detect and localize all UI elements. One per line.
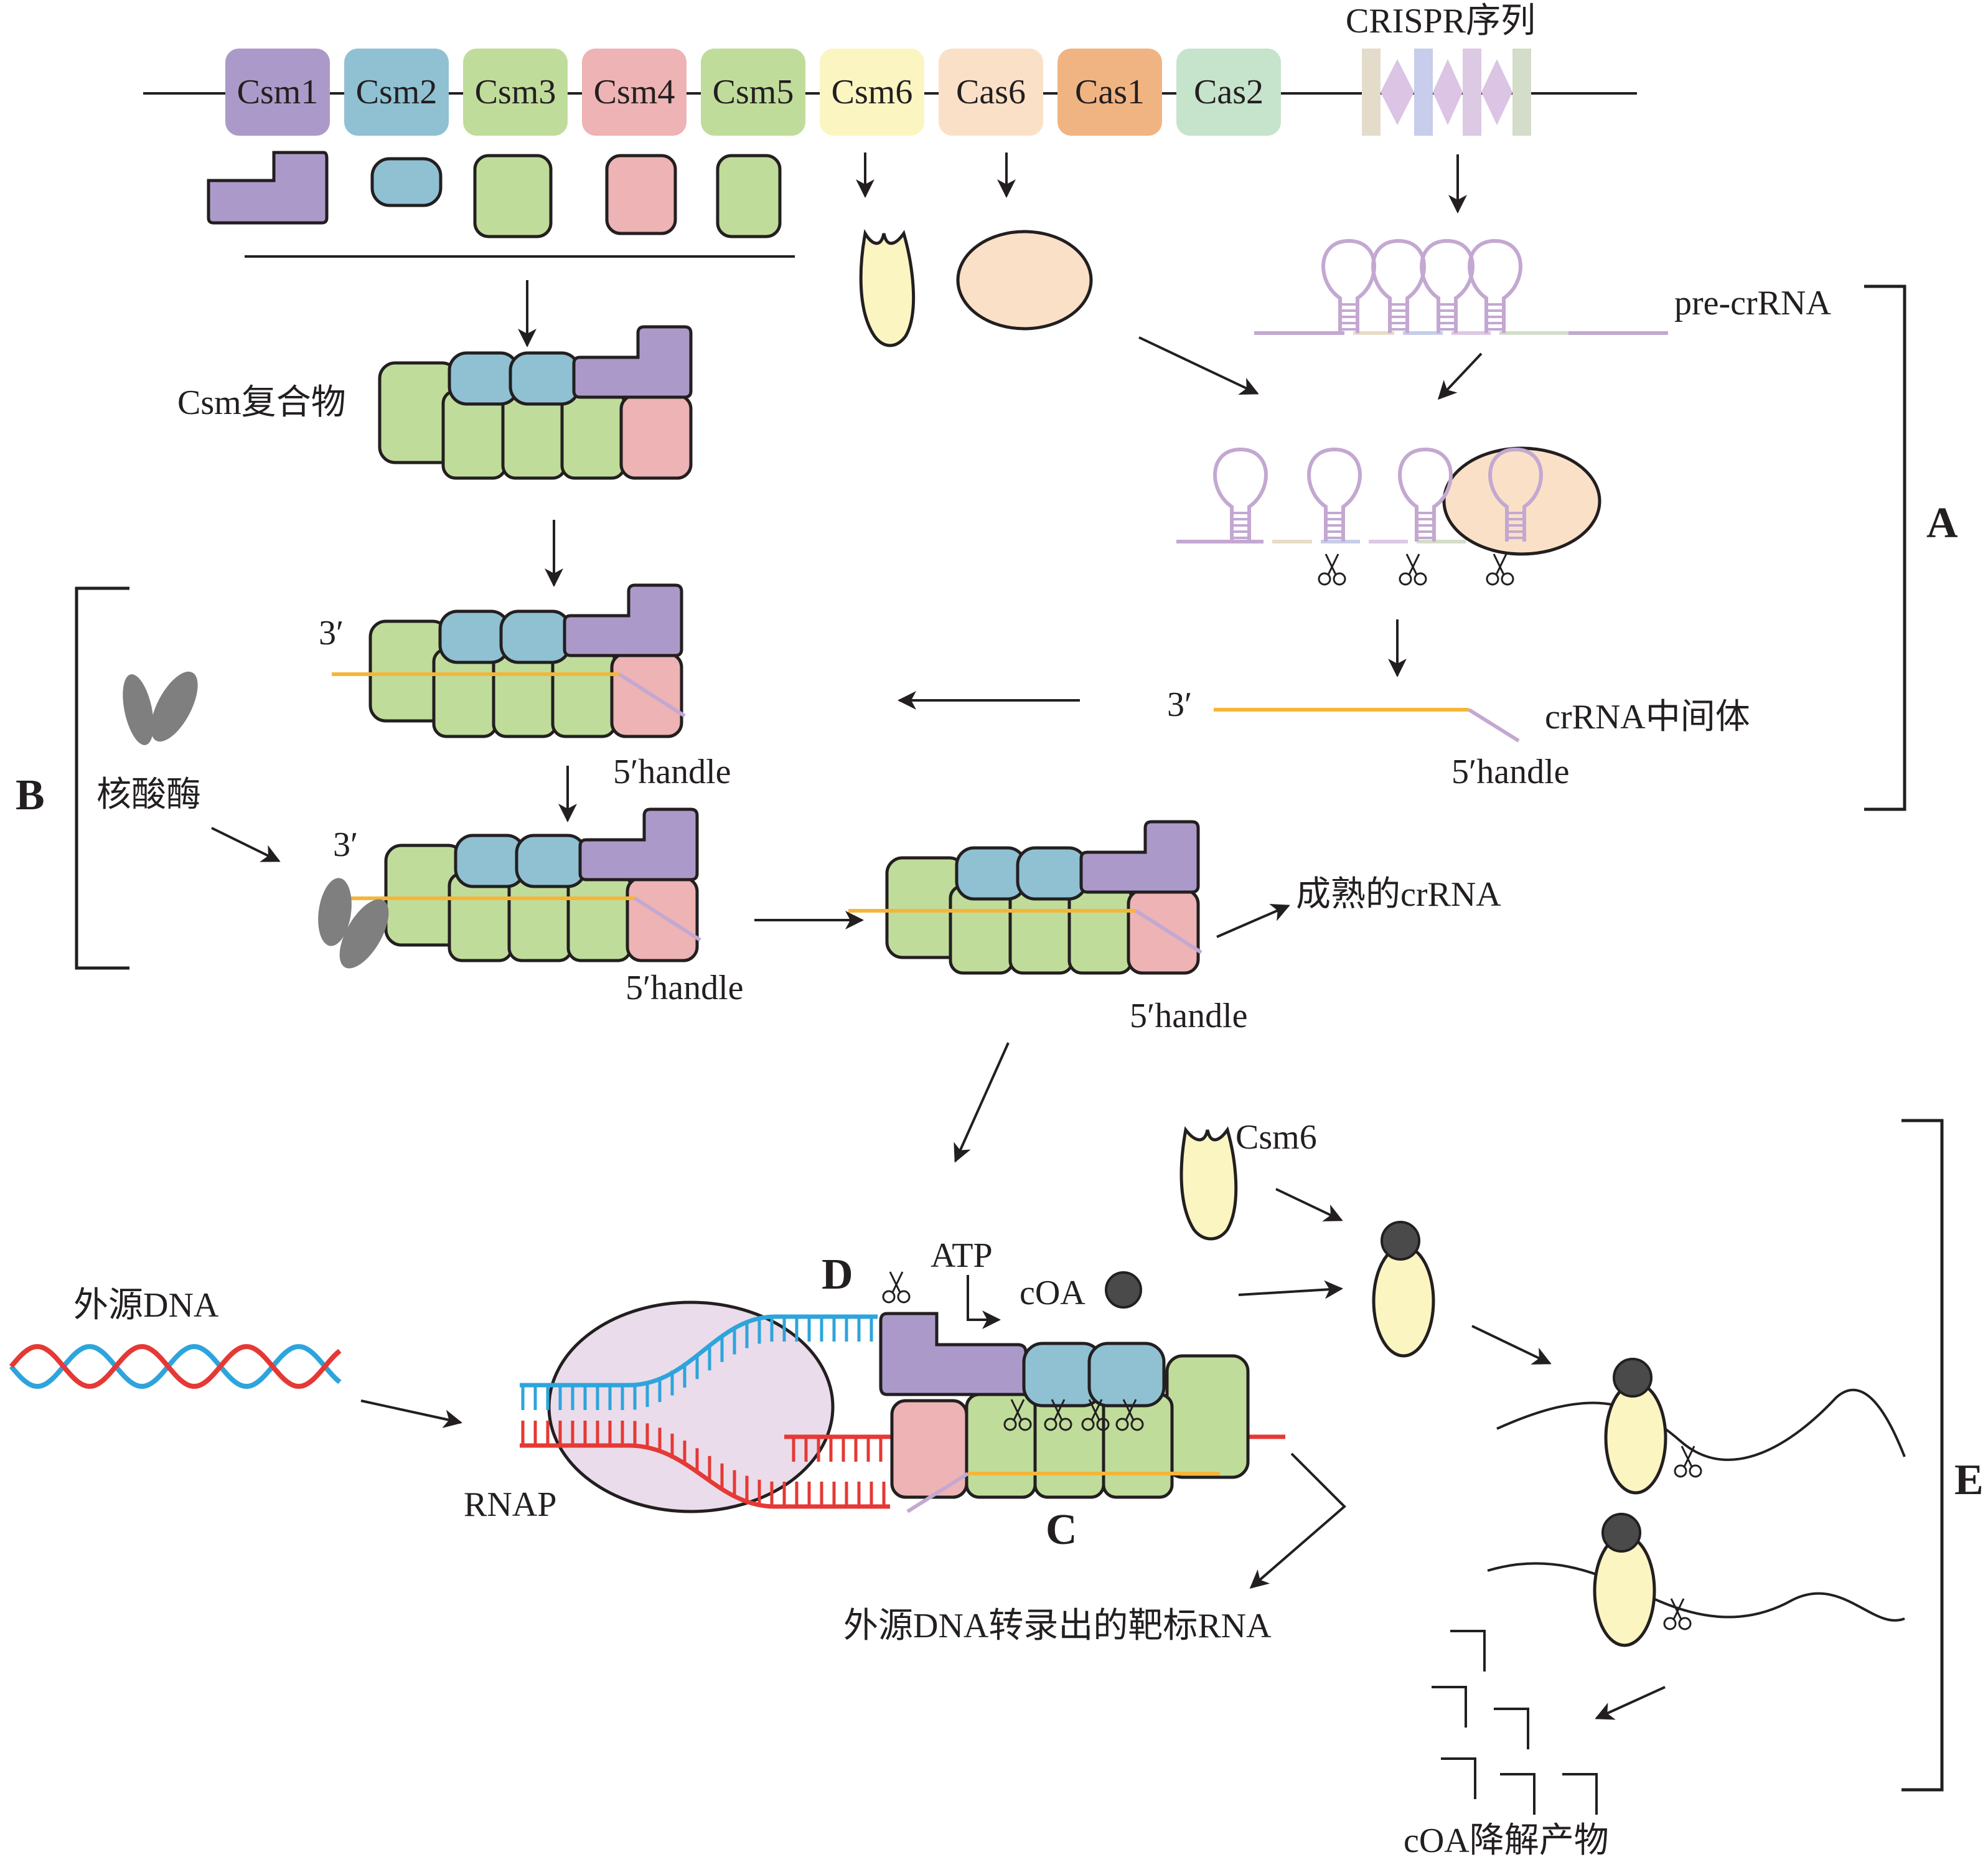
arrow-activation <box>1471 1325 1552 1365</box>
coa-label: cOA <box>1020 1274 1085 1312</box>
csm6-protein-free <box>1179 1126 1238 1241</box>
coa-fragments <box>1430 1630 1598 1816</box>
expressed-proteins <box>207 151 795 258</box>
atp-label: ATP <box>931 1236 993 1275</box>
five-handle-label-2: 5′handle <box>626 969 744 1007</box>
pre-crrna: pre-crRNA <box>1254 241 1831 335</box>
csm6-protein <box>859 228 916 347</box>
rnap-label: RNAP <box>464 1485 556 1524</box>
gene-csm5: Csm5 <box>701 49 805 136</box>
panel-label-b: B <box>16 771 45 819</box>
dna-blue-bases <box>521 1317 873 1410</box>
csm2-protein <box>370 157 443 207</box>
panel-label-c: C <box>1046 1506 1077 1554</box>
arrow-atp-to-coa <box>967 1275 1001 1329</box>
gene-label: Csm2 <box>356 73 438 111</box>
csm5-protein <box>716 154 782 238</box>
nuclease-icon <box>123 671 198 745</box>
gene-label: Csm4 <box>594 73 675 111</box>
arrow-mature-crrna <box>1216 904 1290 938</box>
five-handle-label-1: 5′handle <box>613 753 731 791</box>
rnap-icon <box>547 1300 835 1513</box>
panel-label-a: A <box>1926 499 1958 547</box>
scissors-icon <box>1674 1445 1702 1478</box>
bracket-e: E <box>1901 1119 1984 1792</box>
scissors-icon <box>1399 553 1427 586</box>
pre-crrna-label: pre-crRNA <box>1674 284 1831 322</box>
csm-complex-empty <box>378 325 693 480</box>
csm6-label: Csm6 <box>1235 1118 1317 1157</box>
coa-molecule-icon <box>1105 1271 1142 1309</box>
foreign-dna: 外源DNA <box>9 1286 342 1389</box>
coa-products-label: cOA降解产物 <box>1404 1822 1609 1860</box>
crispr-array-label: CRISPR序列 <box>1346 2 1536 40</box>
scissors-icon <box>1486 553 1514 586</box>
csm-complexes <box>332 325 1203 975</box>
bracket-b: B <box>16 586 129 970</box>
arrow-csm6 <box>1275 1188 1343 1221</box>
arrow-nuclease <box>211 827 281 862</box>
gene-cas6: Cas6 <box>939 49 1043 136</box>
scissors-icon <box>1318 553 1346 586</box>
csm-complex-loaded <box>332 583 686 738</box>
arrow-to-interference <box>954 1042 1010 1163</box>
interference-complex <box>879 1312 1250 1513</box>
five-handle-label: 5′handle <box>1451 753 1570 791</box>
nuclease-label: 核酸酶 <box>96 776 201 814</box>
scissors-icon <box>882 1271 911 1304</box>
gene-csm2: Csm2 <box>344 49 449 136</box>
gene-csm1: Csm1 <box>225 49 330 136</box>
csm3-protein <box>473 154 553 238</box>
panel-label-e: E <box>1954 1456 1984 1504</box>
crrna-intermediate: 3′ crRNA中间体 5′handle <box>1167 685 1750 791</box>
csm1-protein <box>207 151 329 225</box>
bracket-a: A <box>1864 284 1958 811</box>
arrow-target-rna <box>1249 1452 1346 1589</box>
dna-red-strand <box>520 1443 890 1509</box>
gene-cas2: Cas2 <box>1176 49 1281 136</box>
cas6-protein <box>956 230 1093 331</box>
csm-complex-trimming <box>347 807 701 962</box>
cas6-processing <box>1176 446 1601 586</box>
gene-csm3: Csm3 <box>463 49 568 136</box>
three-prime-label: 3′ <box>1167 685 1192 724</box>
arrow-cas6-to-processing <box>1138 336 1259 395</box>
gene-csm4: Csm4 <box>582 49 687 136</box>
scissors-icon <box>1663 1597 1692 1630</box>
arrow-coa <box>1238 1280 1343 1299</box>
arrow-dna-to-rnap <box>360 1399 462 1428</box>
gene-label: Cas1 <box>1075 73 1145 111</box>
gene-label: Cas6 <box>956 73 1026 111</box>
gene-label: Csm3 <box>475 73 556 111</box>
gene-cas1: Cas1 <box>1057 49 1162 136</box>
three-prime-label-1: 3′ <box>319 614 344 652</box>
gene-label: Cas2 <box>1194 73 1264 111</box>
csm4-protein <box>605 154 677 235</box>
csm-complex-mature <box>848 820 1203 975</box>
csm6-rna-cleavage <box>1487 1358 1906 1647</box>
gene-label: Csm5 <box>713 73 794 111</box>
nuclease-bound-icon <box>318 878 389 969</box>
five-handle <box>906 1472 969 1513</box>
gene-csm6: Csm6 <box>820 49 924 136</box>
dna-red-bases <box>521 1421 886 1507</box>
panel-label-d: D <box>822 1251 853 1299</box>
arrow-degradation <box>1595 1686 1666 1720</box>
target-rna-label: 外源DNA转录出的靶标RNA <box>843 1607 1272 1645</box>
gene-boxes: Csm1 Csm2 Csm3 Csm4 Csm5 Csm6 Cas6 Cas1 Cas2 <box>225 49 1281 136</box>
foreign-dna-label: 外源DNA <box>73 1286 219 1325</box>
arrow-precrrna-to-processing <box>1437 352 1483 400</box>
crrna-intermediate-label: crRNA中间体 <box>1545 698 1750 736</box>
expression-arrows <box>856 153 1467 214</box>
csm6-activated <box>1372 1221 1435 1358</box>
three-prime-label-2: 3′ <box>333 825 358 864</box>
dna-template-blue <box>520 1314 878 1388</box>
gene-label: Csm1 <box>237 73 319 111</box>
csm-complex-label: Csm复合物 <box>177 383 346 422</box>
gene-label: Csm6 <box>832 73 913 111</box>
five-handle-label-3: 5′handle <box>1130 997 1248 1035</box>
gene-cluster: Csm1 Csm2 Csm3 Csm4 Csm5 Csm6 Cas6 Cas1 Cas2 <box>143 49 1637 136</box>
crispr-array: CRISPR序列 <box>1346 2 1536 136</box>
mature-crrna-label: 成熟的crRNA <box>1296 875 1501 914</box>
